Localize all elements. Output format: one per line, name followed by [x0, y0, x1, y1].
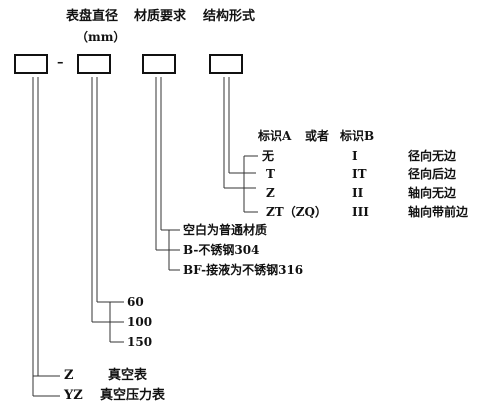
type-code-box	[14, 54, 48, 74]
code-dash: –	[57, 55, 64, 70]
legend-header-b: 标识B	[340, 129, 375, 143]
material-option-2: B-不锈钢304	[183, 243, 260, 257]
legend-row-2-code-b: IT	[352, 167, 367, 181]
legend-row-3-desc: 轴向无边	[408, 186, 457, 200]
diameter-option-60: 60	[127, 295, 144, 309]
legend-row-1-code-b: I	[352, 149, 358, 163]
legend-row-4-desc: 轴向带前边	[408, 205, 469, 219]
legend-row-3-code-b: II	[352, 186, 364, 200]
type-option-yz-desc: 真空压力表	[100, 388, 166, 403]
material-label: 材质要求	[134, 9, 187, 24]
legend-row-1-desc: 径向无边	[408, 149, 457, 163]
unit-label: （mm）	[76, 30, 126, 44]
legend-row-2-code-a: T	[266, 167, 275, 181]
legend-row-3-code-a: Z	[266, 186, 275, 200]
type-option-yz-code: YZ	[64, 388, 83, 403]
legend-row-4-code-a: ZT（ZQ）	[266, 205, 327, 219]
structure-code-box	[209, 54, 243, 74]
legend-row-1-code-a: 无	[262, 149, 275, 163]
structure-label: 结构形式	[203, 9, 256, 24]
diameter-option-150: 150	[127, 335, 153, 349]
legend-row-2-desc: 径向后边	[408, 167, 457, 181]
material-option-1: 空白为普通材质	[183, 223, 268, 237]
type-option-z-desc: 真空表	[108, 368, 148, 383]
diameter-code-box	[77, 54, 111, 74]
legend-header-or: 或者	[305, 129, 330, 143]
material-option-3: BF-接液为不锈钢316	[183, 263, 304, 277]
legend-row-4-code-b: III	[352, 205, 369, 219]
legend-header-a: 标识A	[258, 129, 292, 143]
dial-diameter-label: 表盘直径	[66, 9, 119, 24]
material-code-box	[142, 54, 176, 74]
type-option-z-code: Z	[64, 368, 74, 383]
diameter-option-100: 100	[127, 315, 153, 329]
